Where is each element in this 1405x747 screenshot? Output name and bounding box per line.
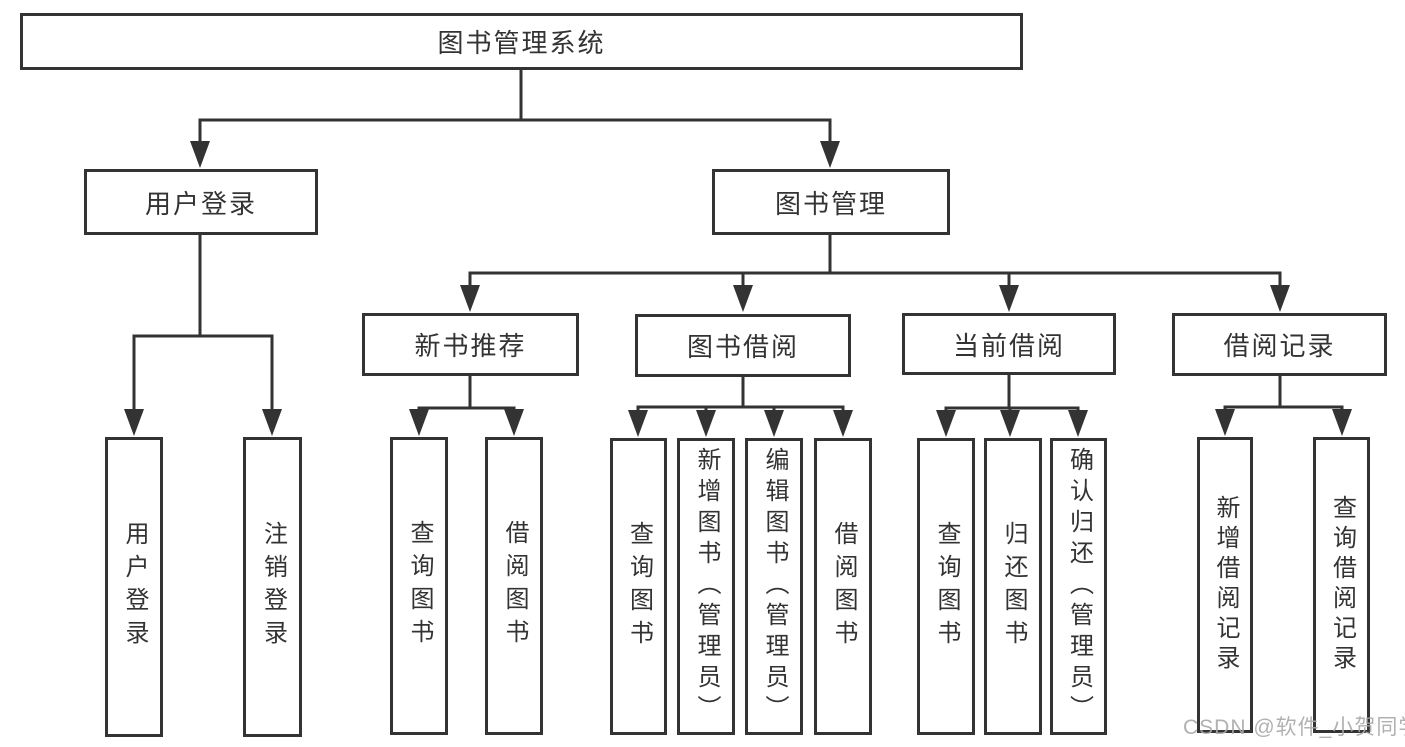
node-book-management: 图书管理 bbox=[712, 169, 950, 235]
leaf-query-books-3: 查询图书 bbox=[917, 438, 975, 735]
arrowhead bbox=[628, 410, 648, 437]
node-book-borrowing-label: 图书借阅 bbox=[686, 332, 799, 362]
arrowhead bbox=[696, 410, 716, 437]
arrowhead bbox=[1332, 409, 1352, 436]
arrowhead bbox=[262, 409, 282, 436]
leaf-edit-books-admin: 编辑图书（管理员） bbox=[745, 438, 803, 735]
node-new-book-recommend: 新书推荐 bbox=[362, 313, 579, 376]
arrowhead bbox=[409, 409, 429, 436]
leaf-query-books-2: 查询图书 bbox=[610, 438, 667, 735]
node-user-login-label: 用户登录 bbox=[144, 188, 257, 219]
arrowhead bbox=[1068, 410, 1088, 437]
node-root: 图书管理系统 bbox=[20, 13, 1023, 70]
arrowhead bbox=[190, 141, 210, 168]
leaf-edit-books-admin-label: 编辑图书（管理员） bbox=[761, 447, 788, 726]
leaf-borrow-books-1: 借阅图书 bbox=[485, 437, 543, 735]
leaf-add-borrow-record: 新增借阅记录 bbox=[1197, 437, 1253, 733]
node-new-book-recommend-label: 新书推荐 bbox=[414, 331, 527, 361]
leaf-query-borrow-record: 查询借阅记录 bbox=[1313, 437, 1370, 733]
connector-bookborrow-to-children bbox=[636, 377, 845, 418]
leaf-query-books-3-label: 查询图书 bbox=[933, 520, 960, 653]
leaf-add-books-admin: 新增图书（管理员） bbox=[677, 438, 735, 735]
connector-borrowrecords-to-children bbox=[1223, 376, 1344, 418]
leaf-borrow-books-2-label: 借阅图书 bbox=[830, 520, 857, 653]
node-root-label: 图书管理系统 bbox=[437, 28, 606, 58]
leaf-user-login-label: 用户登录 bbox=[121, 521, 148, 653]
arrowhead bbox=[820, 141, 840, 168]
arrowheads bbox=[124, 141, 1352, 437]
connector-userlogin-to-children bbox=[132, 235, 274, 416]
arrowhead bbox=[460, 285, 480, 312]
arrowhead bbox=[936, 410, 956, 437]
node-borrow-records: 借阅记录 bbox=[1172, 313, 1387, 376]
leaf-add-borrow-record-label: 新增借阅记录 bbox=[1212, 495, 1239, 675]
leaf-query-borrow-record-label: 查询借阅记录 bbox=[1328, 495, 1356, 675]
connector-newbookrec-to-children bbox=[417, 376, 516, 418]
connector-root-to-level2 bbox=[198, 70, 832, 150]
arrowhead bbox=[833, 410, 853, 437]
leaf-return-books: 归还图书 bbox=[984, 438, 1042, 735]
leaf-logout-label: 注销登录 bbox=[259, 521, 287, 653]
arrowhead bbox=[999, 285, 1019, 312]
leaf-query-books-1-label: 查询图书 bbox=[406, 520, 433, 652]
leaf-query-books-1: 查询图书 bbox=[390, 437, 448, 735]
leaf-borrow-books-2: 借阅图书 bbox=[814, 438, 872, 735]
connector-bookmgmt-to-level3 bbox=[468, 235, 1282, 295]
arrowhead bbox=[1000, 410, 1020, 437]
leaf-logout: 注销登录 bbox=[243, 437, 302, 737]
arrowhead bbox=[504, 409, 524, 436]
leaf-confirm-return-admin: 确认归还（管理员） bbox=[1050, 438, 1107, 735]
leaf-confirm-return-admin-label: 确认归还（管理员） bbox=[1065, 447, 1093, 726]
arrowhead bbox=[764, 410, 784, 437]
node-book-management-label: 图书管理 bbox=[774, 188, 887, 219]
leaf-query-books-2-label: 查询图书 bbox=[625, 520, 653, 653]
leaf-add-books-admin-label: 新增图书（管理员） bbox=[693, 447, 720, 726]
leaf-user-login: 用户登录 bbox=[105, 437, 163, 737]
node-current-borrowing: 当前借阅 bbox=[902, 313, 1116, 375]
node-borrow-records-label: 借阅记录 bbox=[1223, 331, 1336, 361]
csdn-watermark: CSDN @软件_小贺同学 bbox=[1183, 716, 1405, 739]
leaf-return-books-label: 归还图书 bbox=[1000, 520, 1027, 653]
node-user-login: 用户登录 bbox=[84, 169, 318, 235]
leaf-borrow-books-1-label: 借阅图书 bbox=[501, 520, 528, 652]
arrowhead bbox=[733, 285, 753, 312]
node-current-borrowing-label: 当前借阅 bbox=[952, 330, 1065, 361]
arrowhead bbox=[1270, 285, 1290, 312]
node-book-borrowing: 图书借阅 bbox=[635, 314, 851, 377]
arrowhead bbox=[124, 409, 144, 436]
arrowhead bbox=[1215, 409, 1235, 436]
